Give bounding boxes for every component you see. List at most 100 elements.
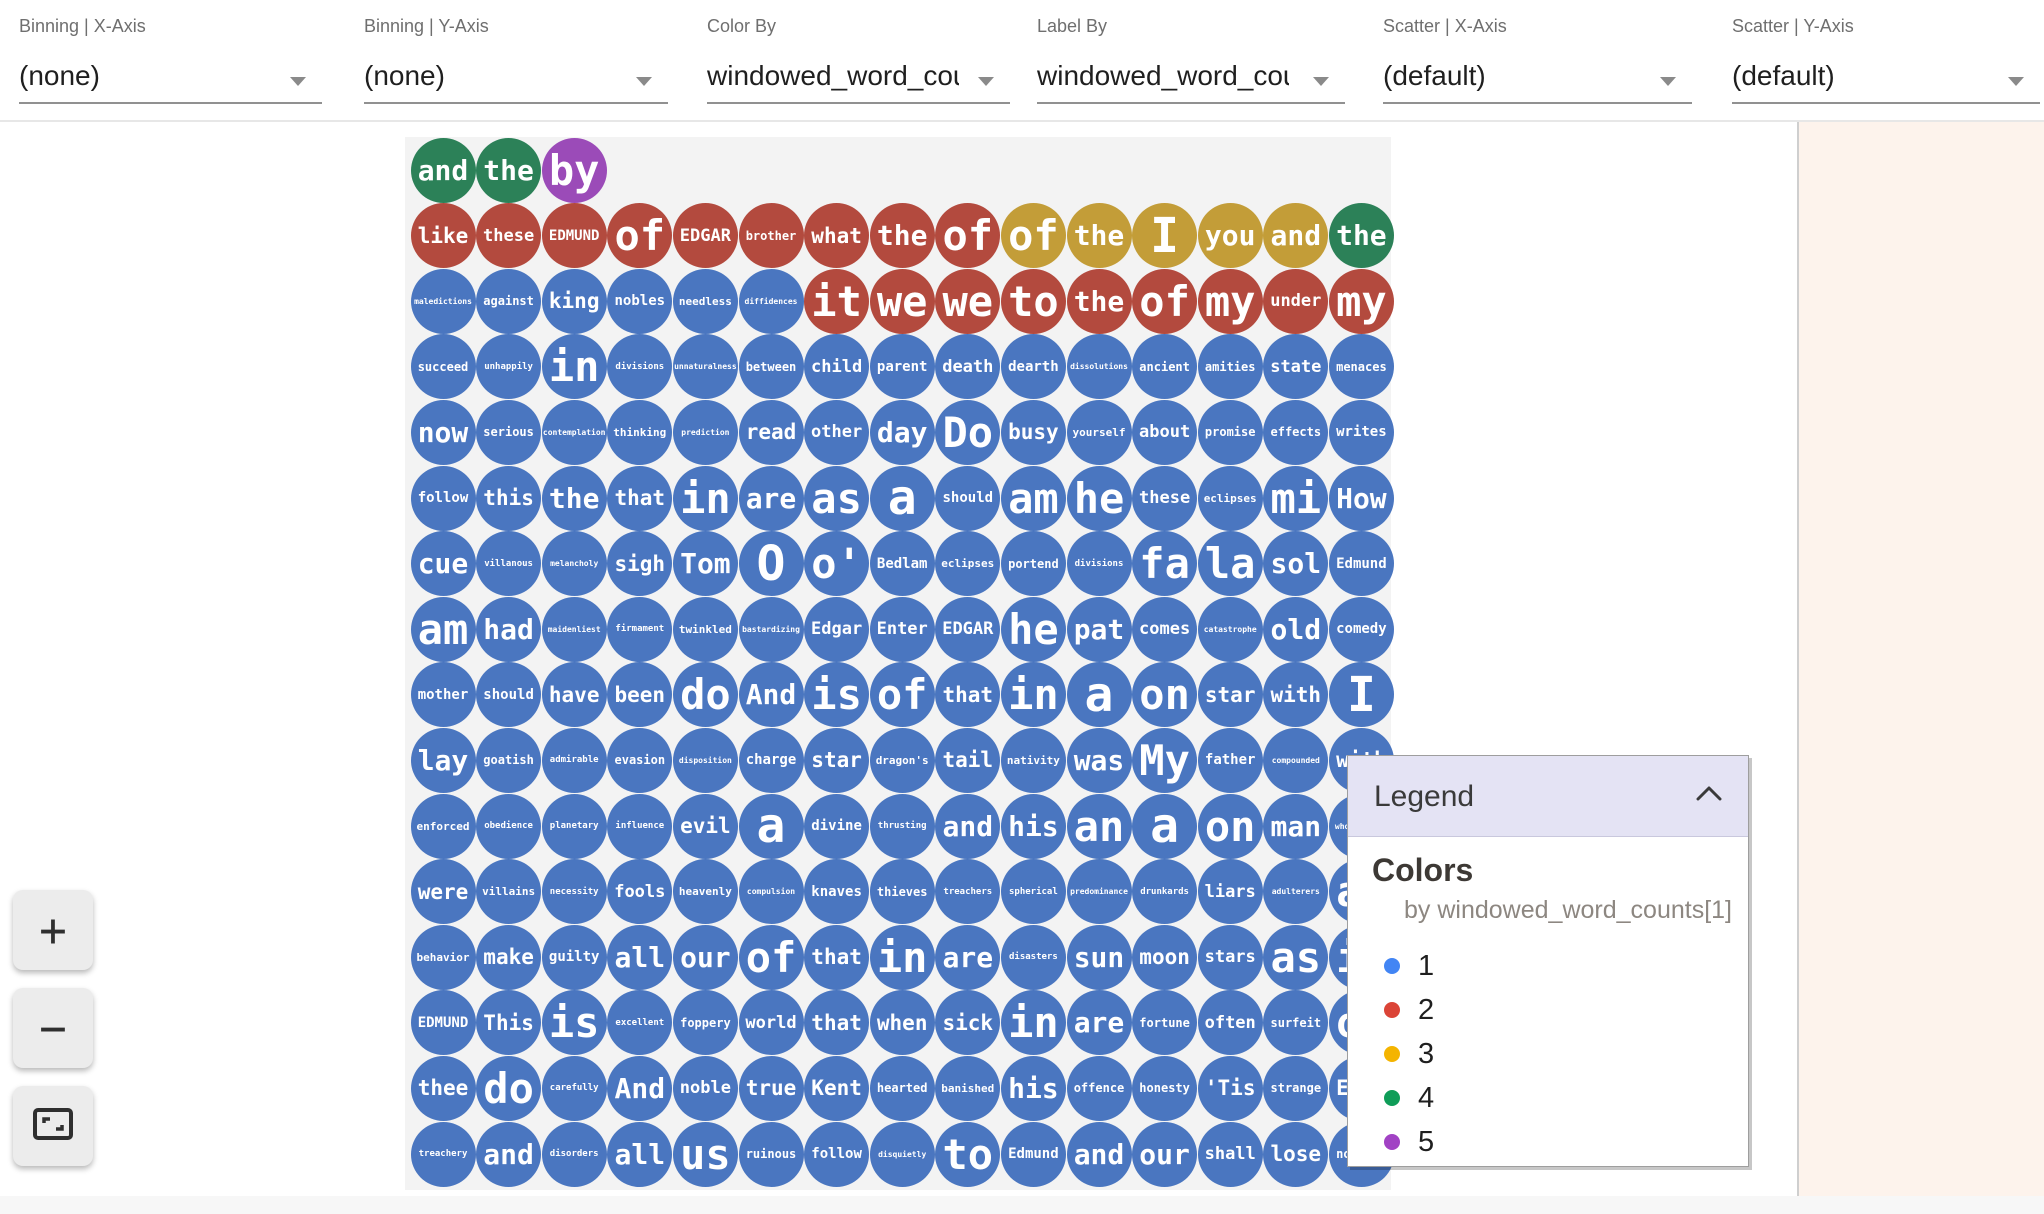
word-circle[interactable]: and xyxy=(1263,203,1329,269)
word-circle[interactable]: star xyxy=(804,727,870,793)
word-circle[interactable]: king xyxy=(541,268,607,334)
word-circle[interactable]: my xyxy=(1328,268,1394,334)
word-circle[interactable]: lose xyxy=(1263,1121,1329,1187)
fit-to-screen-button[interactable] xyxy=(13,1086,93,1166)
word-circle[interactable]: fools xyxy=(607,859,673,925)
word-circle[interactable]: the xyxy=(869,203,935,269)
word-circle[interactable]: now xyxy=(410,399,476,465)
word-circle[interactable]: predominance xyxy=(1066,859,1132,925)
word-circle[interactable]: true xyxy=(738,1055,804,1121)
word-circle[interactable]: O xyxy=(738,531,804,597)
word-circle[interactable]: been xyxy=(607,662,673,728)
word-circle[interactable]: fa xyxy=(1132,531,1198,597)
word-circle[interactable]: necessity xyxy=(541,859,607,925)
word-circle[interactable]: goatish xyxy=(476,727,542,793)
word-circle[interactable]: man xyxy=(1263,793,1329,859)
word-circle[interactable]: like xyxy=(410,203,476,269)
word-circle[interactable]: have xyxy=(541,662,607,728)
word-circle[interactable]: child xyxy=(804,334,870,400)
word-circle[interactable]: spherical xyxy=(1000,859,1066,925)
word-circle[interactable]: thieves xyxy=(869,859,935,925)
word-circle[interactable]: How xyxy=(1328,465,1394,531)
word-circle[interactable]: foppery xyxy=(672,990,738,1056)
word-circle[interactable]: eclipses xyxy=(1197,465,1263,531)
dropdown-binning-x-axis[interactable]: Binning | X-Axis (none) xyxy=(19,16,322,104)
word-circle[interactable]: o' xyxy=(804,531,870,597)
word-circle[interactable]: sun xyxy=(1066,924,1132,990)
word-circle[interactable]: the xyxy=(476,137,542,203)
word-circle[interactable]: disasters xyxy=(1000,924,1066,990)
word-circle[interactable]: This xyxy=(476,990,542,1056)
word-circle[interactable]: And xyxy=(607,1055,673,1121)
word-circle[interactable]: compounded xyxy=(1263,727,1329,793)
word-circle[interactable]: on xyxy=(1132,662,1198,728)
word-circle[interactable]: knaves xyxy=(804,859,870,925)
word-circle[interactable]: should xyxy=(476,662,542,728)
word-circle[interactable]: heavenly xyxy=(672,859,738,925)
word-circle[interactable]: do xyxy=(476,1055,542,1121)
word-circle[interactable]: in xyxy=(1000,990,1066,1056)
word-circle[interactable]: promise xyxy=(1197,399,1263,465)
word-circle[interactable]: stars xyxy=(1197,924,1263,990)
word-circle[interactable]: my xyxy=(1197,268,1263,334)
word-circle[interactable]: comes xyxy=(1132,596,1198,662)
word-circle[interactable]: an xyxy=(1066,793,1132,859)
word-circle[interactable]: evil xyxy=(672,793,738,859)
word-circle[interactable]: needless xyxy=(672,268,738,334)
dropdown-color-by[interactable]: Color By windowed_word_counts xyxy=(707,16,1010,104)
word-circle[interactable]: thee xyxy=(410,1055,476,1121)
word-circle[interactable]: shall xyxy=(1197,1121,1263,1187)
word-circle[interactable]: that xyxy=(804,924,870,990)
word-circle[interactable]: disorders xyxy=(541,1121,607,1187)
word-circle[interactable]: menaces xyxy=(1328,334,1394,400)
word-circle[interactable]: carefully xyxy=(541,1055,607,1121)
word-circle[interactable]: contemplation xyxy=(541,399,607,465)
word-circle[interactable]: these xyxy=(1132,465,1198,531)
word-circle[interactable]: and xyxy=(476,1121,542,1187)
word-circle[interactable]: of xyxy=(607,203,673,269)
word-circle[interactable]: Edmund xyxy=(1000,1121,1066,1187)
word-circle[interactable]: it xyxy=(804,268,870,334)
word-circle[interactable]: brother xyxy=(738,203,804,269)
word-circle[interactable]: portend xyxy=(1000,531,1066,597)
word-circle[interactable]: compulsion xyxy=(738,859,804,925)
dropdown-label-by[interactable]: Label By windowed_word_counts xyxy=(1037,16,1345,104)
word-circle[interactable]: divisions xyxy=(607,334,673,400)
word-circle[interactable]: busy xyxy=(1000,399,1066,465)
word-circle[interactable]: melancholy xyxy=(541,531,607,597)
word-circle[interactable]: evasion xyxy=(607,727,673,793)
word-circle[interactable]: on xyxy=(1197,793,1263,859)
word-circle[interactable]: are xyxy=(738,465,804,531)
word-circle[interactable]: treachery xyxy=(410,1121,476,1187)
word-circle[interactable]: he xyxy=(1000,596,1066,662)
word-circle[interactable]: of xyxy=(1132,268,1198,334)
word-circle[interactable]: parent xyxy=(869,334,935,400)
word-circle[interactable]: star xyxy=(1197,662,1263,728)
word-circle[interactable]: charge xyxy=(738,727,804,793)
word-circle[interactable]: firmament xyxy=(607,596,673,662)
word-circle[interactable]: do xyxy=(672,662,738,728)
word-circle[interactable]: that xyxy=(935,662,1001,728)
word-circle[interactable]: thrusting xyxy=(869,793,935,859)
word-circle[interactable]: planetary xyxy=(541,793,607,859)
word-circle[interactable]: disposition xyxy=(672,727,738,793)
word-circle[interactable]: writes xyxy=(1328,399,1394,465)
word-circle[interactable]: and xyxy=(1066,1121,1132,1187)
word-circle[interactable]: twinkled xyxy=(672,596,738,662)
word-circle[interactable]: sol xyxy=(1263,531,1329,597)
word-circle[interactable]: fortune xyxy=(1132,990,1198,1056)
word-circle[interactable]: to xyxy=(935,1121,1001,1187)
word-circle[interactable]: catastrophe xyxy=(1197,596,1263,662)
chevron-up-icon[interactable] xyxy=(1696,786,1722,806)
word-circle[interactable]: bastardizing xyxy=(738,596,804,662)
word-circle[interactable]: state xyxy=(1263,334,1329,400)
word-circle[interactable]: la xyxy=(1197,531,1263,597)
word-circle[interactable]: Kent xyxy=(804,1055,870,1121)
word-circle[interactable]: old xyxy=(1263,596,1329,662)
word-circle[interactable]: are xyxy=(935,924,1001,990)
word-circle[interactable]: EDMUND xyxy=(410,990,476,1056)
word-circle[interactable]: succeed xyxy=(410,334,476,400)
word-circle[interactable]: lay xyxy=(410,727,476,793)
word-circle[interactable]: My xyxy=(1132,727,1198,793)
word-circle[interactable]: against xyxy=(476,268,542,334)
